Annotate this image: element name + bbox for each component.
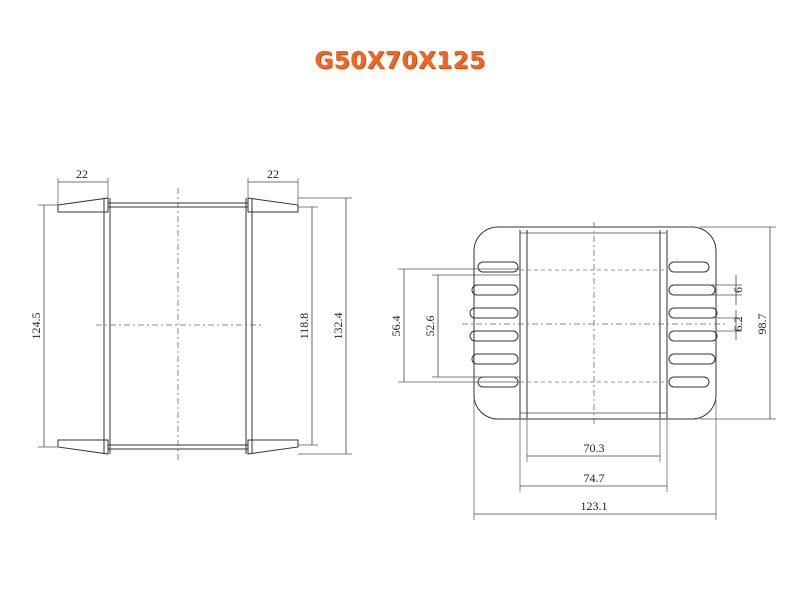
core-legs [103,198,253,454]
side-view: 22 22 124.5 118.8 132.4 [29,167,352,462]
dim-124-5-label: 124.5 [29,313,43,340]
dim-56-4-label: 56.4 [389,316,403,337]
left-pin-slots [469,261,519,388]
bobbin-outline [473,226,717,420]
dim-6: 6 [709,275,745,305]
dim-52-6-label: 52.6 [423,316,437,337]
dim-98-7: 98.7 [700,226,776,420]
dim-6-2-label: 6.2 [731,317,745,332]
dim-52-6: 52.6 [423,274,520,378]
dim-74-7-label: 74.7 [584,471,605,485]
dim-98-7-label: 98.7 [755,314,769,335]
dim-22-left-label: 22 [76,167,88,181]
dim-70-3-label: 70.3 [584,441,605,455]
dim-22-right-label: 22 [267,167,279,181]
dim-123-1-label: 123.1 [581,499,608,513]
dim-70-3: 70.3 [526,418,661,462]
dim-118-8-label: 118.8 [297,313,311,340]
dim-flange-right: 22 [247,167,299,205]
dim-6-label: 6 [731,287,745,293]
page-title: G50X70X125 [314,48,486,74]
right-pin-slots [668,261,718,388]
dim-123-1: 123.1 [473,400,717,520]
dim-6-2: 6.2 [717,310,745,340]
dim-height-total: 132.4 [298,197,352,455]
dim-height-outer: 124.5 [29,204,58,448]
dim-132-4-label: 132.4 [331,313,345,340]
dim-56-4: 56.4 [389,268,520,383]
front-view: 56.4 52.6 6 6.2 98.7 [389,222,776,520]
dim-height-inner: 118.8 [297,206,318,446]
dim-flange-left: 22 [57,167,109,205]
dim-74-7: 74.7 [519,418,668,492]
